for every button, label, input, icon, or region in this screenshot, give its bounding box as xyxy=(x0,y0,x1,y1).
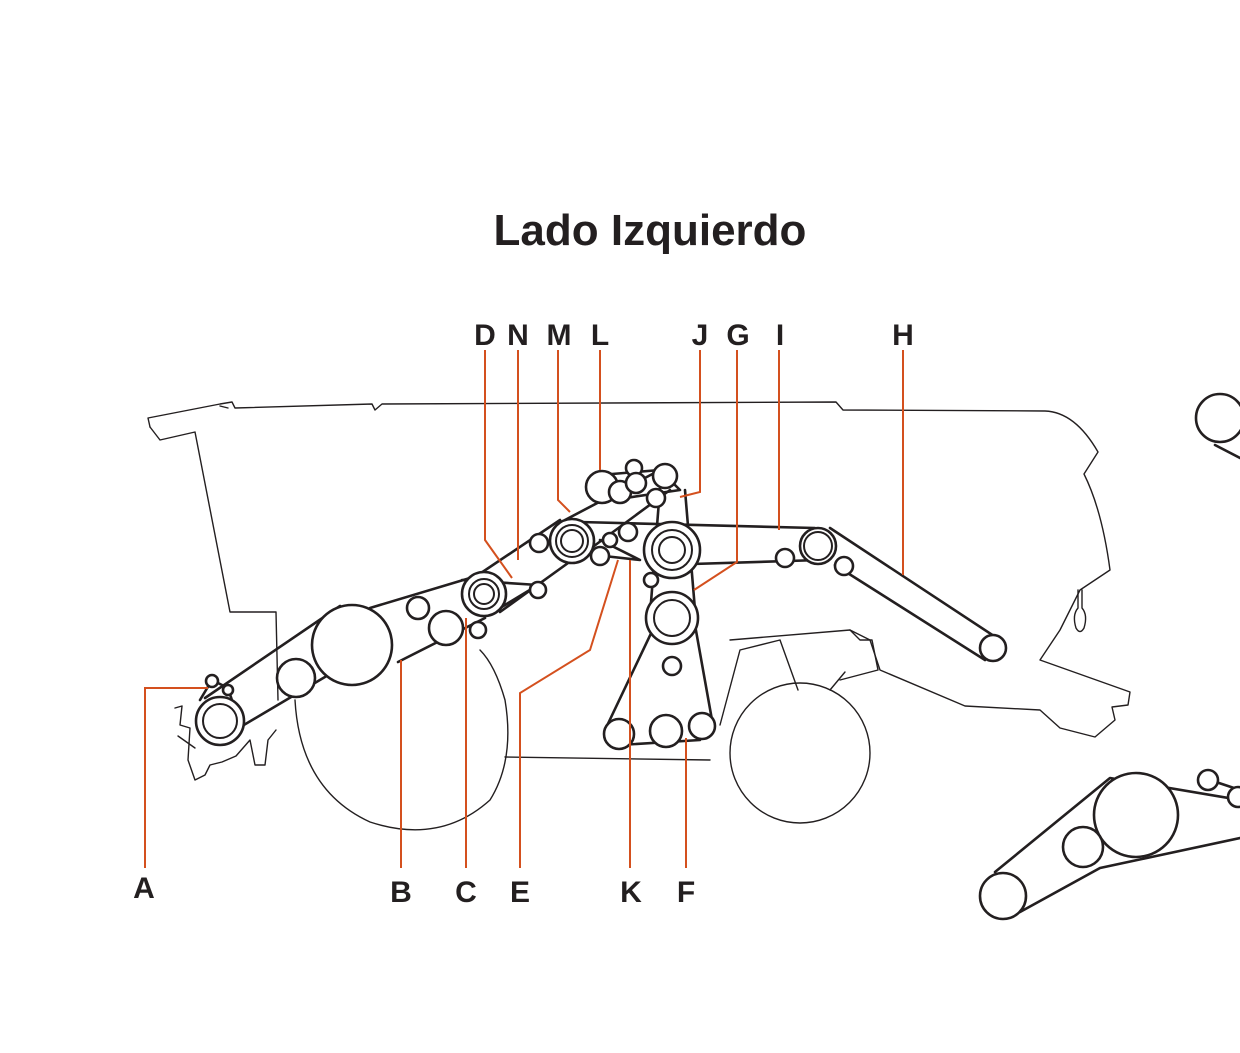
detail-pulley-main xyxy=(1092,771,1180,859)
pulley-f-upper-ring xyxy=(653,599,691,637)
idler-n xyxy=(528,532,550,554)
detail-view-bottom xyxy=(978,768,1240,921)
callout-i: I xyxy=(776,319,784,352)
page-title: Lado Izquierdo xyxy=(494,206,807,255)
idler-j xyxy=(645,487,667,509)
pulley-f-left xyxy=(602,717,636,751)
idler-e1 xyxy=(601,531,619,549)
leader-m xyxy=(557,350,571,513)
idler-e3 xyxy=(589,545,611,567)
callout-labels: A B C E K F D N M L J G I H xyxy=(133,319,914,909)
callout-j: J xyxy=(692,319,709,352)
belt-h xyxy=(828,526,1002,662)
callout-f: F xyxy=(677,876,695,909)
idler-f xyxy=(661,655,683,677)
pulley-b-main xyxy=(310,603,394,687)
leader-a xyxy=(144,687,208,868)
idler-d xyxy=(528,580,548,600)
leader-g xyxy=(693,350,738,591)
leader-j xyxy=(679,350,701,498)
callout-d: D xyxy=(474,319,496,352)
detail-pulley-lower xyxy=(978,871,1028,921)
callout-b: B xyxy=(390,876,412,909)
callout-g: G xyxy=(726,319,749,352)
detail-idler-small xyxy=(1196,768,1220,792)
detail-pulley-top xyxy=(1194,392,1240,444)
pulley-f-mid xyxy=(648,713,684,749)
callout-l: L xyxy=(591,319,609,352)
pulley-i xyxy=(798,526,838,566)
pulley-c-ring xyxy=(468,578,500,610)
pulley-b-idler xyxy=(275,657,317,699)
detail-pulley-idler xyxy=(1061,825,1105,869)
pulley-f-right xyxy=(687,711,717,741)
callout-h: H xyxy=(892,319,914,352)
pulley-c-idler xyxy=(427,609,465,647)
pulley-i-ring xyxy=(803,531,833,561)
idler-a1 xyxy=(204,673,220,689)
leader-lines xyxy=(144,350,904,868)
pulleys xyxy=(194,458,1008,751)
callout-m: M xyxy=(547,319,572,352)
idler-e2 xyxy=(617,521,639,543)
pulley-g-ring xyxy=(651,529,693,571)
pulley-j xyxy=(651,462,679,490)
callout-n: N xyxy=(507,319,529,352)
pulley-g-hub xyxy=(658,536,686,564)
callout-e: E xyxy=(510,876,530,909)
pulley-a-inner xyxy=(202,703,238,739)
idler-c xyxy=(468,620,488,640)
pulley-c-hub xyxy=(473,583,495,605)
callout-k: K xyxy=(620,876,642,909)
idler-h xyxy=(833,555,855,577)
detail-idler-edge xyxy=(1226,785,1240,809)
callout-a: A xyxy=(133,872,155,905)
pulley-m-ring xyxy=(555,524,589,558)
idler-b xyxy=(405,595,431,621)
callout-c: C xyxy=(455,876,477,909)
idler-a2 xyxy=(221,683,235,697)
harvester-outline xyxy=(147,401,1131,831)
detail-belt-top xyxy=(1213,443,1240,460)
leader-e xyxy=(519,559,619,868)
pulley-m-hub xyxy=(560,529,584,553)
idler-k xyxy=(642,571,660,589)
belt-system xyxy=(198,468,1002,747)
idler-l2 xyxy=(624,471,648,495)
idler-i xyxy=(774,547,796,569)
leader-d xyxy=(484,350,513,579)
detail-view-top xyxy=(1194,392,1240,460)
pulley-h xyxy=(978,633,1008,663)
